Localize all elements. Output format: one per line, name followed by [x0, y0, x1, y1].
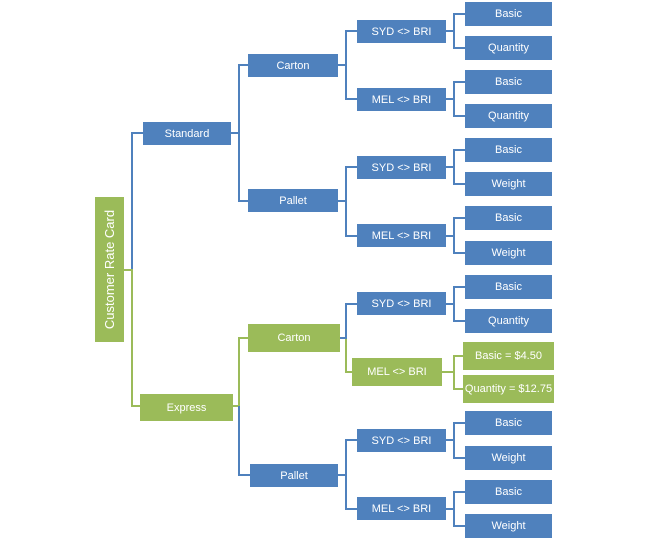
leaf-std-carton-syd-1: Basic	[465, 2, 552, 26]
leaf-exp-carton-syd-2: Quantity	[465, 309, 552, 333]
leaf-exp-pallet-mel-1: Basic	[465, 480, 552, 504]
leaf-exp-carton-syd-1: Basic	[465, 275, 552, 299]
express-carton-mel-route: MEL <> BRI	[352, 358, 442, 386]
express-carton-node: Carton	[248, 324, 340, 352]
standard-pallet-syd-route: SYD <> BRI	[357, 156, 446, 179]
leaf-exp-pallet-mel-2: Weight	[465, 514, 552, 538]
standard-pallet-node: Pallet	[248, 189, 338, 212]
leaf-std-carton-mel-1: Basic	[465, 70, 552, 94]
express-carton-syd-route: SYD <> BRI	[357, 292, 446, 315]
leaf-std-pallet-syd-2: Weight	[465, 172, 552, 196]
leaf-exp-carton-mel-2: Quantity = $12.75	[463, 375, 554, 403]
leaf-std-pallet-mel-1: Basic	[465, 206, 552, 230]
leaf-exp-pallet-syd-1: Basic	[465, 411, 552, 435]
standard-node: Standard	[143, 122, 231, 145]
express-pallet-node: Pallet	[250, 464, 338, 487]
standard-carton-mel-route: MEL <> BRI	[357, 88, 446, 111]
express-pallet-syd-route: SYD <> BRI	[357, 429, 446, 452]
leaf-std-pallet-syd-1: Basic	[465, 138, 552, 162]
leaf-std-pallet-mel-2: Weight	[465, 241, 552, 265]
root-node: Customer Rate Card	[95, 197, 124, 342]
leaf-exp-carton-mel-1: Basic = $4.50	[463, 342, 554, 370]
leaf-exp-pallet-syd-2: Weight	[465, 446, 552, 470]
standard-carton-node: Carton	[248, 54, 338, 77]
standard-carton-syd-route: SYD <> BRI	[357, 20, 446, 43]
express-node: Express	[140, 394, 233, 421]
root-label: Customer Rate Card	[102, 209, 117, 330]
leaf-std-carton-syd-2: Quantity	[465, 36, 552, 60]
express-pallet-mel-route: MEL <> BRI	[357, 497, 446, 520]
leaf-std-carton-mel-2: Quantity	[465, 104, 552, 128]
standard-pallet-mel-route: MEL <> BRI	[357, 224, 446, 247]
